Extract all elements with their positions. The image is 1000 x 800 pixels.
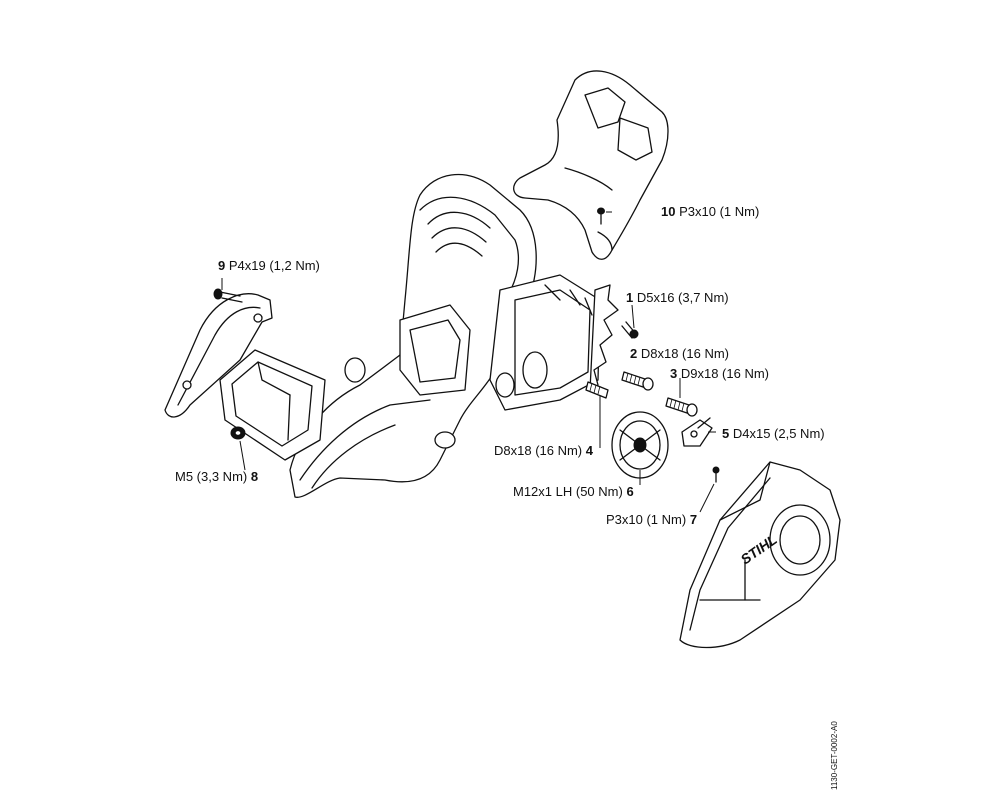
callout-5: 5 D4x15 (2,5 Nm) — [722, 426, 825, 441]
oil-tank-box — [219, 349, 326, 461]
callout-8: M5 (3,3 Nm) 8 — [175, 469, 259, 484]
screw-1 — [621, 321, 639, 339]
screw-2 — [621, 371, 654, 391]
sprocket-cover: STIHL — [679, 461, 841, 649]
callout-7: P3x10 (1 Nm) 7 — [606, 512, 698, 527]
screw-7 — [712, 466, 720, 483]
screw-10 — [597, 207, 605, 225]
callout-4: D8x18 (16 Nm) 4 — [494, 443, 593, 458]
callout-6: M12x1 LH (50 Nm) 6 — [513, 484, 634, 499]
callout-9: 9 P4x19 (1,2 Nm) — [218, 258, 320, 273]
spike-strip — [589, 284, 619, 391]
callout-1: 1 D5x16 (3,7 Nm) — [626, 290, 729, 305]
callout-10: 10 P3x10 (1 Nm) — [661, 204, 760, 219]
screw-9 — [213, 288, 243, 303]
nut-8 — [230, 426, 246, 440]
clutch-6 — [611, 411, 669, 479]
engine-block — [399, 274, 601, 411]
drawing-code: 1130-GET-0002-A0 — [830, 721, 839, 790]
hand-guard — [513, 70, 669, 260]
tensioner-5 — [681, 417, 713, 447]
leader-lines — [221, 211, 716, 513]
screw-4 — [585, 381, 609, 399]
tensioner-bracket — [164, 293, 273, 418]
callout-3: 3 D9x18 (16 Nm) — [670, 366, 769, 381]
callout-2: 2 D8x18 (16 Nm) — [630, 346, 729, 361]
screw-3 — [665, 397, 698, 417]
